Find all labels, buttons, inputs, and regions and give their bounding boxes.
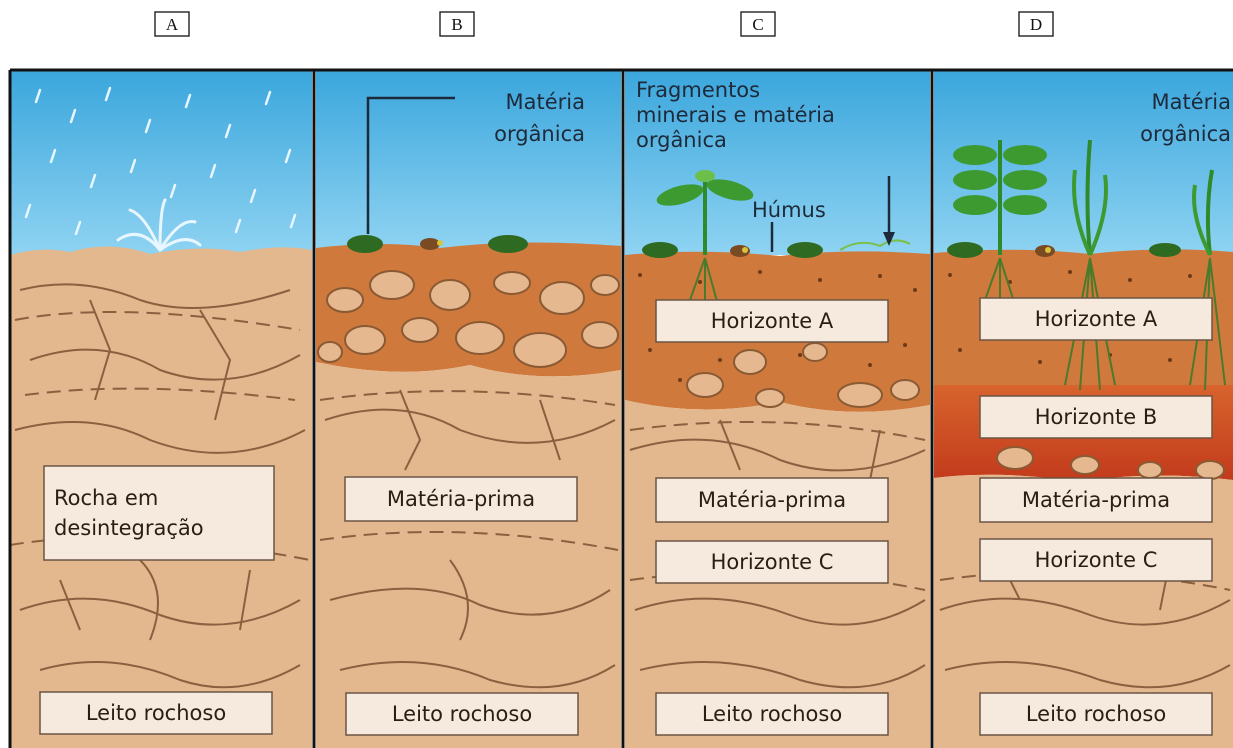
layer-label: Horizonte C: [656, 541, 888, 583]
layer-label: Rocha em desintegração: [44, 466, 274, 560]
annotation-text: orgânica: [1140, 122, 1231, 146]
layer-label: Matéria-prima: [980, 478, 1212, 522]
layer-label-text: Rocha em: [54, 486, 158, 510]
layer-label-text: Horizonte A: [1035, 307, 1158, 331]
layer-label: Leito rochoso: [40, 692, 272, 734]
panel-a: [10, 70, 312, 748]
rock-mass: [316, 362, 621, 748]
layer-label-text: desintegração: [54, 516, 204, 540]
layer-label: Horizonte C: [980, 539, 1212, 581]
layer-label-text: Leito rochoso: [702, 702, 842, 726]
layer-label-text: Matéria-prima: [698, 488, 846, 512]
layer-label: Horizonte A: [656, 300, 888, 342]
layer-label: Matéria-prima: [345, 477, 577, 521]
panel-b: [316, 70, 621, 748]
annotation-text: minerais e matéria: [636, 103, 835, 127]
annotation-text: orgânica: [636, 128, 727, 152]
layer-label-text: Leito rochoso: [392, 702, 532, 726]
layer-label-text: Horizonte B: [1035, 405, 1158, 429]
panel-c: [625, 70, 930, 748]
panel-letter-b: B: [440, 12, 474, 36]
layer-label-text: Matéria-prima: [1022, 488, 1170, 512]
layer-label: Leito rochoso: [656, 693, 888, 735]
layer-label-text: Horizonte C: [711, 550, 834, 574]
layer-label: Horizonte B: [980, 396, 1212, 438]
layer-label-text: Leito rochoso: [86, 701, 226, 725]
panel-letter-text: B: [451, 15, 462, 34]
annotation-text: orgânica: [494, 122, 585, 146]
layer-label: Matéria-prima: [656, 478, 888, 522]
panel-letter-text: A: [166, 15, 179, 34]
layer-label: Horizonte A: [980, 298, 1212, 340]
panel-letter-text: C: [752, 15, 763, 34]
annotation: Húmus: [752, 198, 826, 222]
panel-letter-d: D: [1019, 12, 1053, 36]
layer-label-box: [44, 466, 274, 560]
layer-label: Leito rochoso: [980, 693, 1212, 735]
annotation-text: Matéria: [506, 90, 585, 114]
annotation-text: Húmus: [752, 198, 826, 222]
annotation-text: Fragmentos: [636, 78, 760, 102]
panel-letter-text: D: [1030, 15, 1042, 34]
layer-label-text: Horizonte C: [1035, 548, 1158, 572]
layer-label-text: Matéria-prima: [387, 487, 535, 511]
layer-label: Leito rochoso: [346, 693, 578, 735]
panel-letter-a: A: [155, 12, 189, 36]
layer-label-text: Leito rochoso: [1026, 702, 1166, 726]
panel-letter-c: C: [741, 12, 775, 36]
layer-label-text: Horizonte A: [711, 309, 834, 333]
annotation-text: Matéria: [1152, 90, 1231, 114]
